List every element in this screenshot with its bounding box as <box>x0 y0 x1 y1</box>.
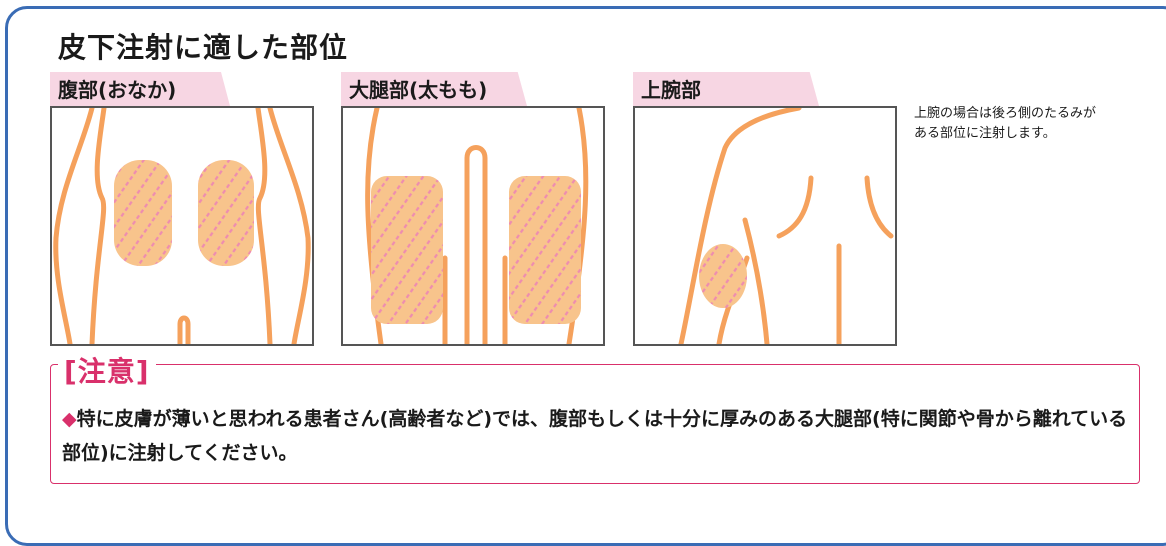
abdomen-illustration <box>50 106 314 346</box>
abdomen-left-arm-line <box>89 108 107 344</box>
arm-shoulder-outline <box>678 108 802 344</box>
tab-upper-arm: 上腕部 <box>633 72 819 106</box>
caution-box <box>50 364 1140 484</box>
back-right-blade-line <box>864 175 894 239</box>
caution-text: 特に皮膚が薄いと思われる患者さん(高齢者など)では、腹部もしくは十分に厚みのある… <box>62 408 1128 464</box>
caution-label: [注意] <box>58 350 156 390</box>
thigh-left-injection-area <box>371 176 443 324</box>
page-title: 皮下注射に適した部位 <box>58 31 349 64</box>
tab-thigh: 大腿部(太もも) <box>341 72 527 106</box>
thigh-illustration <box>341 106 605 346</box>
abdomen-left-torso-outline <box>53 108 95 344</box>
abdomen-right-arm-line <box>255 108 273 344</box>
upper-arm-illustration <box>633 106 897 346</box>
abdomen-right-injection-area <box>198 160 254 266</box>
thigh-right-injection-area <box>509 176 581 324</box>
caution-text-block: ◆特に皮膚が薄いと思われる患者さん(高齢者など)では、腹部もしくは十分に厚みのあ… <box>62 402 1132 470</box>
arm-inner-line <box>742 217 770 344</box>
upper-arm-note: 上腕の場合は後ろ側のたるみが ある部位に注射します。 <box>914 106 1097 141</box>
tab-abdomen: 腹部(おなか) <box>50 72 230 106</box>
thigh-inner-gap-line <box>464 145 488 344</box>
abdomen-right-torso-outline <box>267 108 311 344</box>
abdomen-navel-line <box>177 315 191 344</box>
back-left-blade-line <box>776 175 814 239</box>
diamond-bullet-icon: ◆ <box>62 408 77 430</box>
upper-arm-injection-area <box>699 244 747 308</box>
abdomen-left-injection-area <box>114 160 172 266</box>
